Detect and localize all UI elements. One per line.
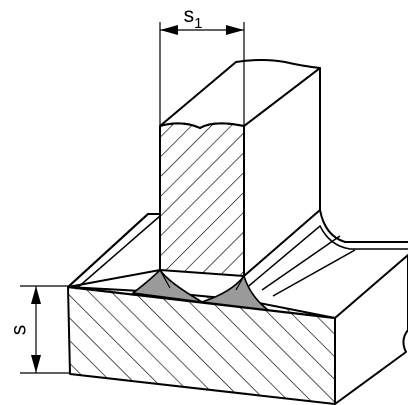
base-plate-back-edge-right <box>319 209 408 243</box>
weld-root-lines <box>159 269 245 291</box>
stem-section-face <box>159 122 245 277</box>
base-plate-inner-line-left <box>75 215 161 290</box>
s-arrow-top <box>31 286 41 304</box>
s1-arrow-left <box>160 25 178 35</box>
s1-label: s1 <box>184 4 203 32</box>
s-label: s <box>8 325 31 336</box>
s-arrow-bottom <box>31 355 41 373</box>
base-plate-top-surface <box>67 213 161 288</box>
base-plate-edge-line-right <box>272 249 356 297</box>
base-plate-back-edge-left <box>67 213 160 288</box>
s1-arrow-right <box>226 25 244 35</box>
base-plate-fillet-line <box>261 235 341 291</box>
